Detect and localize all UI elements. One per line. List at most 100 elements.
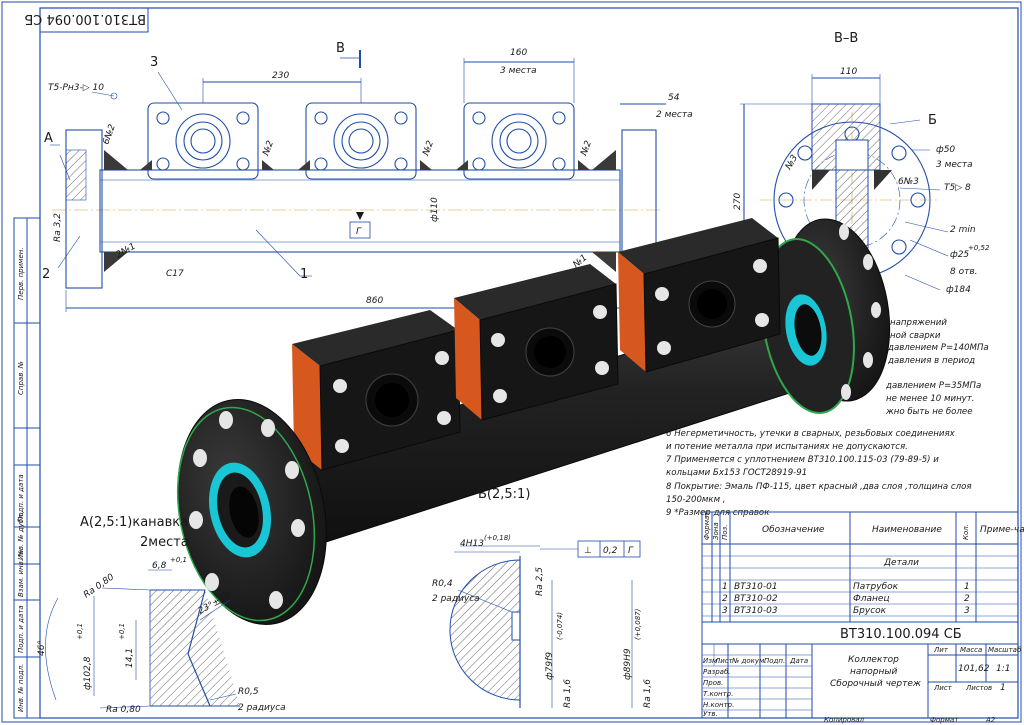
dim-ts8: Т5▷ 8 [944,183,971,193]
detail-a-ra080-top: Ra 0,80 [82,572,116,600]
title-block-role-1: Разраб. [703,668,731,676]
spec-header-pos: Поз. [721,525,729,541]
side-strip-label-6: Подп. и дата [17,605,25,653]
spec-row-2-code: ВТ310-02 [734,594,778,604]
spec-row-3-name: Брусок [853,606,887,616]
dim-holes-8: 8 отв. [950,267,978,277]
left-flange-bolt-holes [189,411,305,609]
detail-b-h13: 4Н13 [460,539,484,549]
detail-a-title2: 2места [140,535,189,550]
note-line-7: жно быть не более [885,407,973,417]
side-strip [13,217,41,719]
title-block-name-3: Сборочный чертеж [830,679,922,689]
detail-b-r04-note: 2 радиуса [432,594,480,604]
spec-header-code: Обозначение [762,525,825,535]
side-strip-label-1: Перв. примен. [17,247,25,300]
section-marker: В [336,41,345,56]
note-line-2: ной сварки [890,331,941,341]
spec-row-2-qty: 2 [964,594,970,604]
title-block-designation: ВТ310.100.094 СБ [840,627,962,642]
weld-n2-c: №2 [579,139,594,158]
title-block-col-doc: № докум. [731,657,767,665]
right-flange-bolt-holes [839,224,881,400]
note-line-3: давлением Р=140МПа [887,343,989,353]
technical-notes: напряжений ной сварки давлением Р=140МПа… [666,318,989,518]
detail-b-d89: ф89Н9 [623,648,633,680]
note-line-9: и потение металла при испытаниях не допу… [666,442,908,452]
detail-b-d79-tol: (-0,074) [556,612,564,640]
spec-row-2-name: Фланец [853,594,890,604]
detail-a-dim-1028-tol: +0,1 [76,623,84,640]
spec-row-2-pos: 2 [722,594,728,604]
title-block-sheets-val: 1 [1000,683,1006,693]
dim-110-top: 110 [840,67,857,77]
detail-b-r04: R0,4 [432,579,453,589]
detail-b-tol-val: 0,2 [603,546,618,556]
dim-54: 54 [668,93,680,103]
title-block-col-list: Лист [714,657,734,665]
detail-b-d79: ф79f9 [545,652,555,680]
detail-a-dim-68-tol: +0,1 [170,556,187,564]
spec-row-3-code: ВТ310-03 [734,606,778,616]
dim-25: ф25 [950,250,969,260]
spec-row-1-qty: 1 [964,582,970,592]
dim-50: ф50 [936,145,955,155]
title-block-role-4: Н.контр. [703,701,734,709]
title-block-format-label: Формат [930,716,959,724]
title-block-sheet: Лист [933,684,953,692]
title-block-name-2: напорный [850,667,897,677]
dim-160-note: 3 места [500,66,537,76]
title-block-lit: Лит [933,646,949,654]
dim-dia-110: ф110 [430,197,440,222]
note-line-12: 8 Покрытие: Эмаль ПФ-115, цвет красный ,… [666,482,972,492]
dim-230: 230 [272,71,289,81]
spec-header-qty: Кол. [962,524,970,540]
spec-row-1-pos: 1 [722,582,728,592]
side-strip-label-5: Взам. инв. № [17,549,25,597]
title-block-role-3: Т.контр. [703,690,733,698]
dim-860: 860 [366,296,383,306]
detail-b-tol-sym: ⊥ [584,546,592,556]
title-block-scale-val: 1:1 [996,664,1010,674]
detail-b-d89-tol: (+0,087) [634,608,642,640]
side-strip-label-3: Подп. и дата [17,474,25,522]
weld-2n1: 2№1 [115,242,138,261]
view-marker-a: А [44,131,53,146]
rotated-designation: ВТ310.100.094 СБ [24,11,146,26]
section-title: В–В [834,31,858,46]
title-block-col-izm: Изм [703,657,718,665]
detail-b-drawing [449,540,641,708]
detail-a-ra080-bot: Ra 0,80 [106,705,141,715]
dim-184: ф184 [946,285,971,295]
callout-1: 1 [300,267,308,282]
note-line-13: 150-200мкм , [666,495,726,505]
detail-b-ra16b: Ra 1,6 [643,679,653,708]
detail-b-title: Б(2,5:1) [478,487,530,502]
title-block-copied: Копировал [824,716,865,724]
detail-a-r05-note: 2 радиуса [238,703,286,713]
spec-row-1-code: ВТ310-01 [734,582,778,592]
detail-b-ra25: Ra 2,5 [535,567,545,596]
side-strip-label-2: Справ. № [17,361,25,395]
weld-6n2: 6№2 [101,123,118,146]
detail-a-title: А(2,5:1)канавка [80,515,188,530]
title-block-mass: Масса [960,646,982,654]
title-block-role-5: Утв. [703,710,718,718]
title-block-mass-val: 101,62 [958,664,990,674]
detail-a-dim-141: 14,1 [125,648,135,668]
collector-3d-model [176,218,891,626]
note-line-6: не менее 10 минут. [886,394,975,404]
title-block-name-1: Коллектор [848,655,899,665]
spec-header-format: Формат [703,511,711,540]
dim-ts10: Т5-Рн3-▷ 10 [48,83,104,93]
dim-ra-32: Ra 3,2 [53,213,63,242]
detail-b-ra16a: Ra 1,6 [563,679,573,708]
note-line-10: 7 Применяется с уплотнением ВТ310.100.11… [666,455,939,465]
weld-fillets [104,150,616,272]
block-3d-1 [292,310,461,471]
dim-25-tol: +0,52 [968,244,990,252]
weld-c17: С17 [166,269,184,279]
note-line-1: напряжений [890,318,947,328]
